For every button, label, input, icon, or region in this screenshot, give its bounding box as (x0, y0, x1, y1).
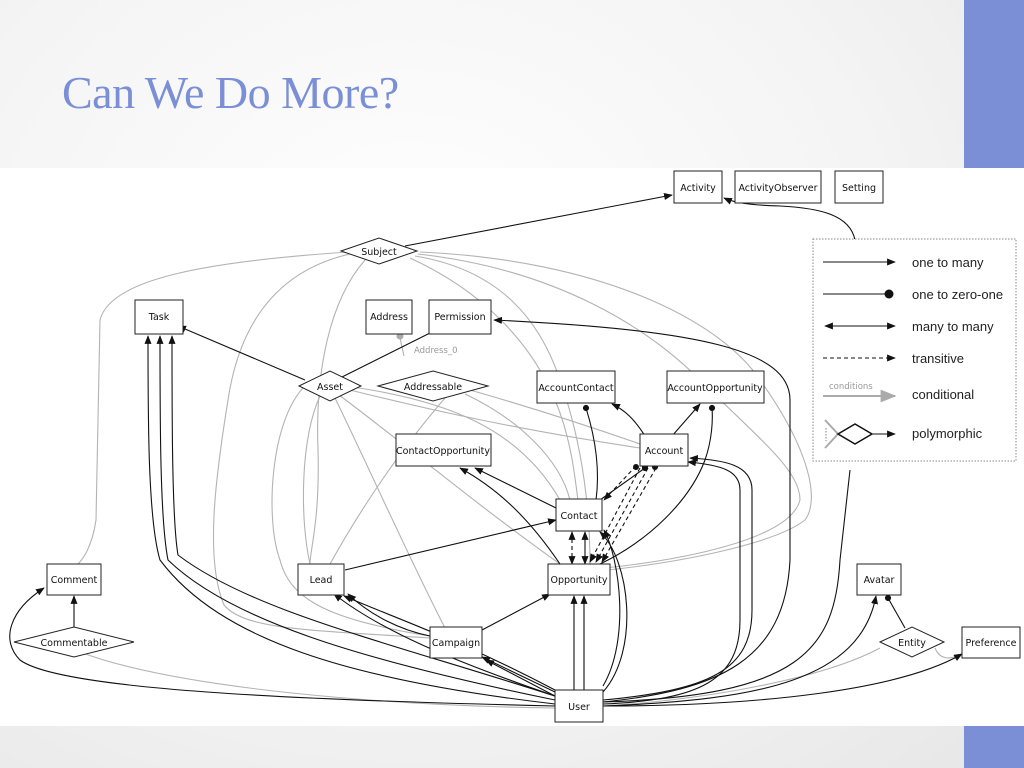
node-opportunity: Opportunity (547, 563, 611, 596)
legend-transitive: transitive (912, 351, 964, 366)
node-contactopportunity: ContactOpportunity (395, 433, 492, 467)
node-lead: Lead (297, 563, 345, 596)
svg-text:Addressable: Addressable (404, 382, 462, 393)
svg-text:Address: Address (370, 312, 408, 323)
node-address: Address (365, 299, 413, 335)
svg-text:Setting: Setting (842, 183, 876, 194)
node-accountopportunity: AccountOpportunity (666, 370, 765, 404)
legend-conditions-label: conditions (829, 382, 873, 392)
node-accountcontact: AccountContact (536, 370, 616, 404)
node-addressable: Addressable (376, 370, 490, 402)
node-subject: Subject (339, 237, 419, 265)
node-activityobserver: ActivityObserver (734, 170, 822, 204)
svg-text:Activity: Activity (680, 183, 716, 194)
svg-text:Commentable: Commentable (41, 638, 108, 649)
node-commentable: Commentable (13, 626, 135, 658)
svg-text:Task: Task (148, 312, 170, 323)
node-user: User (554, 689, 604, 723)
node-activity: Activity (673, 170, 723, 204)
svg-text:AccountContact: AccountContact (538, 383, 614, 394)
svg-text:Campaign: Campaign (432, 638, 480, 649)
node-permission: Permission (428, 299, 492, 335)
svg-text:ContactOpportunity: ContactOpportunity (396, 446, 490, 457)
svg-text:Permission: Permission (434, 312, 485, 323)
svg-text:Entity: Entity (898, 638, 926, 649)
svg-text:AccountOpportunity: AccountOpportunity (667, 383, 763, 394)
legend-one-to-many: one to many (912, 255, 984, 270)
svg-text:ActivityObserver: ActivityObserver (738, 183, 817, 194)
legend-polymorphic: polymorphic (912, 426, 983, 441)
node-account: Account (639, 433, 689, 467)
svg-text:Opportunity: Opportunity (550, 575, 607, 586)
gray-edges (77, 251, 963, 709)
node-contact: Contact (555, 498, 603, 532)
accent-bar-top (964, 0, 1024, 168)
legend-one-to-zero-one: one to zero-one (912, 287, 1003, 302)
svg-text:Subject: Subject (361, 247, 397, 258)
label-address0: Address_0 (414, 346, 458, 356)
slide-title: Can We Do More? (62, 67, 399, 118)
node-entity: Entity (878, 626, 946, 658)
svg-text:Comment: Comment (51, 575, 98, 586)
node-comment: Comment (46, 563, 102, 596)
node-avatar: Avatar (856, 563, 902, 596)
legend-conditional: conditional (912, 387, 974, 402)
svg-text:Asset: Asset (317, 382, 343, 393)
node-setting: Setting (834, 170, 884, 204)
node-campaign: Campaign (429, 626, 483, 659)
svg-text:Account: Account (645, 446, 684, 457)
svg-text:Lead: Lead (310, 575, 333, 586)
node-task: Task (134, 299, 184, 335)
svg-text:Contact: Contact (561, 511, 598, 522)
svg-text:User: User (568, 702, 590, 713)
legend-many-to-many: many to many (912, 319, 994, 334)
legend: one to many one to zero-one many to many… (812, 238, 1017, 462)
svg-text:Preference: Preference (966, 638, 1017, 649)
accent-bar-bottom (964, 726, 1024, 768)
svg-text:Avatar: Avatar (864, 575, 895, 586)
node-preference: Preference (961, 626, 1021, 659)
node-asset: Asset (297, 370, 363, 402)
black-edges (9, 193, 963, 707)
